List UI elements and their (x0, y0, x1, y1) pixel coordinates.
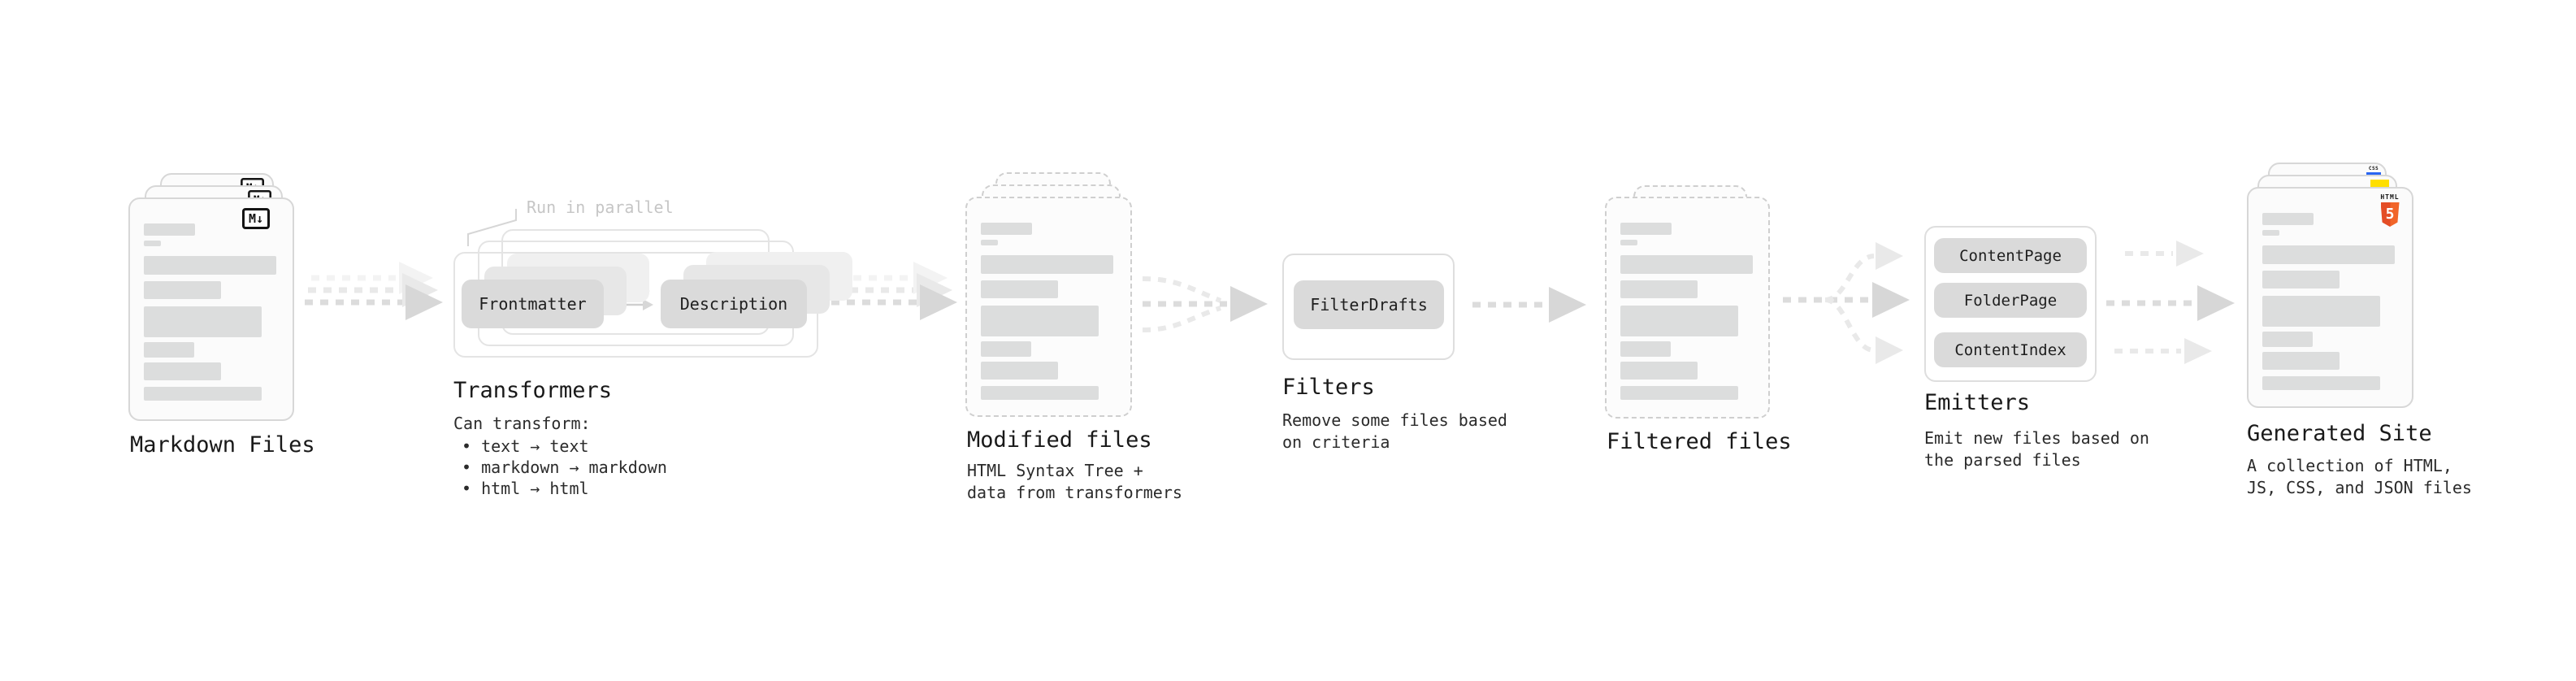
doc-line (2262, 296, 2380, 327)
doc-line (981, 255, 1113, 274)
description-line: Emit new files based on (1924, 428, 2149, 448)
run-in-parallel-callout: Run in parallel (527, 197, 674, 217)
doc-line (1620, 306, 1738, 336)
doc-line (1620, 280, 1698, 298)
doc-line (144, 362, 221, 380)
node-label: Filters (1282, 375, 1375, 400)
doc-line (1620, 341, 1671, 357)
markdown-icon: M↓ (241, 208, 270, 229)
bullet-item: • markdown → markdown (462, 458, 667, 477)
bullet-item: • html → html (462, 479, 589, 498)
doc-line (144, 281, 221, 299)
doc-line (981, 386, 1099, 400)
node-description: Emit new files based on the parsed files (1924, 427, 2149, 471)
arrow-filtered-to-emitters (1783, 242, 1910, 364)
doc-line (2262, 332, 2313, 347)
description-line: A collection of HTML, (2247, 456, 2452, 475)
step-box-description: Description (661, 280, 807, 328)
doc-line (2262, 376, 2380, 390)
doc-line (1620, 223, 1672, 235)
node-bullets: • text → text • markdown → markdown • ht… (462, 436, 667, 499)
doc-lines (981, 223, 1113, 400)
doc-line (1620, 240, 1637, 245)
run-in-parallel-leader (467, 209, 517, 246)
doc-line (2262, 352, 2340, 370)
doc-line (144, 306, 262, 337)
file-card-front (965, 197, 1132, 417)
step-box-filterdrafts: FilterDrafts (1294, 280, 1444, 329)
doc-lines (2262, 213, 2395, 390)
doc-line (981, 341, 1031, 357)
description-line: data from transformers (967, 483, 1182, 502)
arrow-modified-to-filters (1142, 276, 1268, 332)
description-line: HTML Syntax Tree + (967, 461, 1143, 480)
html5-icon: HTML 5 (2378, 194, 2402, 227)
doc-line (144, 387, 262, 401)
emitter-box-contentindex: ContentIndex (1934, 332, 2087, 367)
file-card-front: M↓ (128, 197, 294, 421)
doc-line (1620, 386, 1738, 400)
node-label: Transformers (453, 378, 613, 403)
node-label: Emitters (1924, 390, 2031, 415)
doc-line (2262, 245, 2395, 264)
doc-line (2262, 271, 2340, 288)
emitter-box-folderpage: FolderPage (1934, 283, 2087, 318)
description-line: on criteria (1282, 432, 1390, 452)
node-description: Remove some files based on criteria (1282, 410, 1507, 453)
node-description: HTML Syntax Tree + data from transformer… (967, 460, 1182, 504)
doc-line (1620, 255, 1753, 274)
emitter-box-contentpage: ContentPage (1934, 238, 2087, 273)
js-icon (2370, 180, 2389, 188)
bullet-item: • text → text (462, 436, 589, 456)
css-icon: CSS (2366, 166, 2381, 176)
doc-line (144, 223, 195, 236)
doc-lines (1620, 223, 1753, 400)
doc-line (981, 362, 1058, 380)
doc-line (144, 342, 194, 358)
doc-line (2262, 230, 2279, 236)
arrow-transformers-to-modified (831, 262, 957, 320)
description-line: Remove some files based (1282, 410, 1507, 430)
arrow-filters-to-filtered (1472, 287, 1586, 323)
doc-line (981, 280, 1058, 298)
doc-line (144, 241, 161, 246)
node-description: A collection of HTML, JS, CSS, and JSON … (2247, 455, 2472, 499)
doc-line (981, 240, 998, 245)
doc-line (2262, 213, 2314, 225)
node-label: Modified files (967, 427, 1152, 453)
doc-lines (144, 223, 276, 401)
node-description-title: Can transform: (453, 414, 591, 433)
arrow-emitters-to-site (2106, 241, 2235, 364)
file-card-front (1605, 197, 1770, 419)
doc-line (1620, 362, 1698, 380)
description-line: the parsed files (1924, 450, 2081, 470)
arrow-markdown-to-transformers (305, 262, 443, 320)
file-card-front: HTML 5 (2247, 187, 2413, 408)
doc-line (981, 306, 1099, 336)
node-label: Markdown Files (130, 432, 315, 458)
step-box-frontmatter: Frontmatter (462, 280, 604, 328)
description-line: JS, CSS, and JSON files (2247, 478, 2472, 497)
doc-line (981, 223, 1032, 235)
node-label: Generated Site (2247, 421, 2432, 446)
node-label: Filtered files (1607, 429, 1792, 454)
doc-line (144, 256, 276, 275)
